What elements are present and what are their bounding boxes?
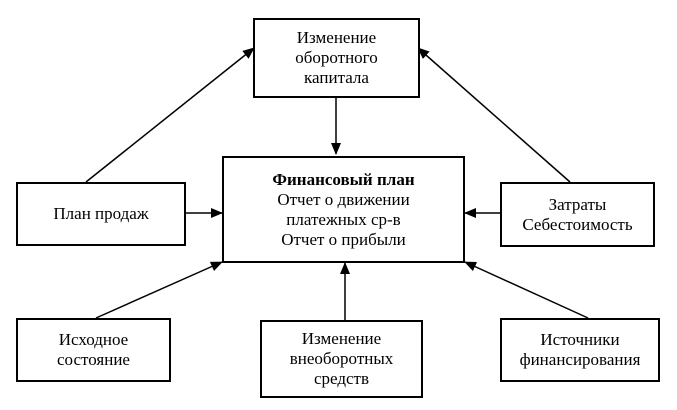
node-financial-plan: Финансовый план Отчет о движении платежн… <box>222 156 465 263</box>
node-financial-plan-title: Финансовый план <box>272 169 415 189</box>
node-financial-plan-line-1: Отчет о движении <box>277 189 410 209</box>
node-initial-state-line-1: Исходное <box>58 330 129 349</box>
node-sales-plan-line-1: План продаж <box>53 204 149 223</box>
node-sales-plan: План продаж <box>16 182 186 246</box>
node-noncurrent-assets: Изменение внеоборотных средств <box>260 320 423 398</box>
node-financial-plan-line-2: платежных ср-в <box>286 209 401 229</box>
node-initial-state: Исходное состояние <box>16 318 171 382</box>
node-costs-line-1: Затраты <box>548 194 607 214</box>
node-financing-sources: Источники финансирования <box>500 318 660 382</box>
node-initial-state-line-2: состояние <box>57 350 130 369</box>
arrow-financing-to-plan <box>464 261 589 319</box>
node-noncurrent-assets-line-1: Изменение <box>301 329 382 348</box>
node-financing-sources-line-1: Источники <box>540 330 620 349</box>
node-working-capital: Изменение оборотного капитала <box>253 18 420 98</box>
node-working-capital-line-1: Изменение <box>296 28 377 47</box>
node-working-capital-line-3: капитала <box>304 68 369 87</box>
node-working-capital-line-2: оборотного <box>295 48 378 67</box>
node-financing-sources-line-2: финансирования <box>519 350 641 369</box>
arrow-sales-to-working-capital <box>85 47 255 183</box>
node-costs: Затраты Себестоимость <box>500 182 655 247</box>
node-noncurrent-assets-line-3: средств <box>313 369 370 388</box>
node-noncurrent-assets-line-2: внеоборотных <box>289 349 394 368</box>
node-costs-line-2: Себестоимость <box>522 214 633 234</box>
node-financial-plan-line-3: Отчет о прибыли <box>281 229 406 249</box>
arrow-costs-to-working-capital <box>417 47 571 183</box>
arrow-initial-state-to-plan <box>95 261 223 319</box>
